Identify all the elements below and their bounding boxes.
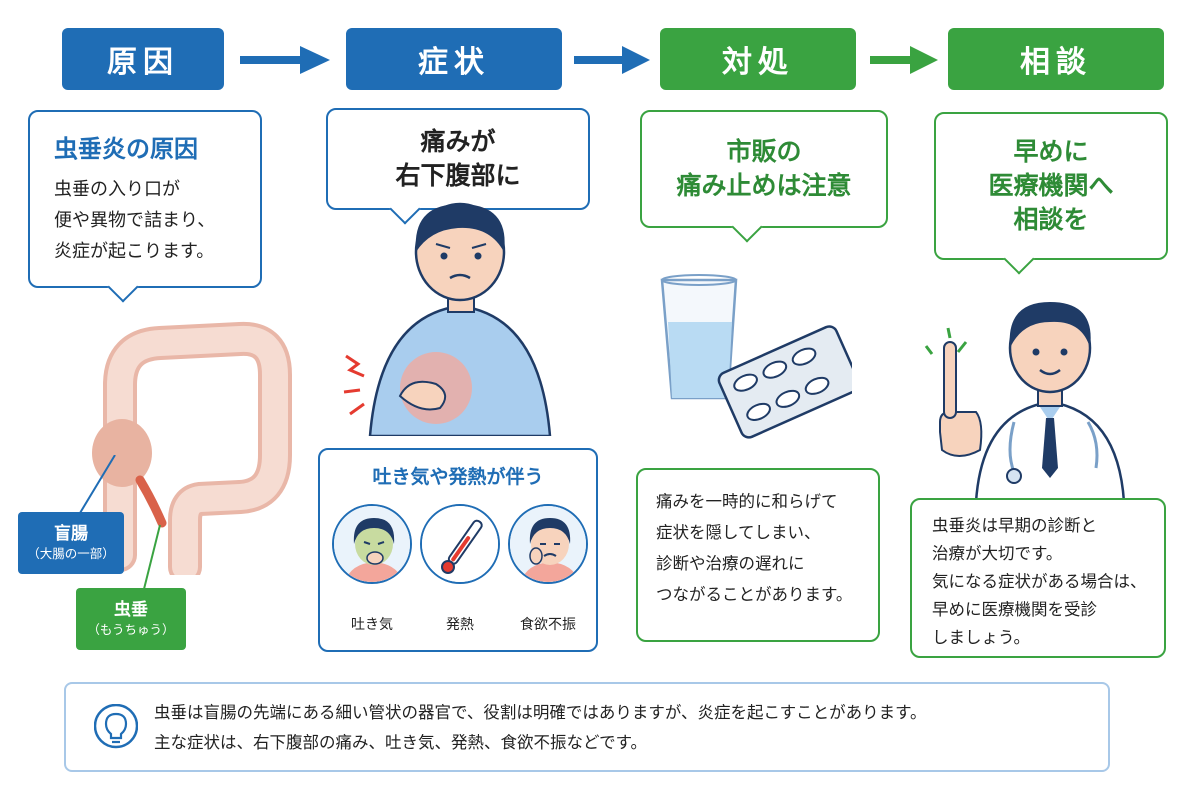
cecum-label-sub: （大腸の一部） — [27, 546, 115, 561]
step-treatment: 対処 — [660, 28, 856, 90]
step-consult: 相談 — [948, 28, 1164, 90]
cecum-label: 盲腸 （大腸の一部） — [18, 512, 124, 574]
consult-line: 治療が大切です。 — [932, 544, 1063, 563]
step-cause: 原因 — [62, 28, 224, 90]
cause-line: 虫垂の入り口が — [54, 179, 180, 200]
consult-bubble: 早めに 医療機関へ 相談を — [934, 112, 1168, 275]
summary-note-line: 主な症状は、右下腹部の痛み、吐き気、発熱、食欲不振などです。 — [154, 733, 648, 752]
symptom-item-label: 吐き気 — [351, 617, 393, 633]
appendix-label-sub: （もうちゅう） — [87, 622, 175, 637]
treatment-line: つながることがあります。 — [656, 585, 853, 604]
treatment-line: 痛みを一時的に和らげて — [656, 492, 838, 511]
cause-title: 虫垂炎の原因 — [54, 135, 198, 163]
cause-bubble: 虫垂炎の原因 虫垂の入り口が 便や異物で詰まり、 炎症が起こります。 — [28, 110, 262, 303]
summary-note: 虫垂は盲腸の先端にある細い管状の器官で、役割は明確ではありますが、炎症を起こすこ… — [64, 682, 1110, 772]
pill-blister-icon — [717, 325, 852, 439]
consult-panel: 虫垂炎は早期の診断と 治療が大切です。 気になる症状がある場合は、 早めに医療機… — [910, 498, 1166, 658]
step-symptom-label: 症状 — [418, 45, 490, 80]
symptom-item-label: 発熱 — [446, 617, 474, 633]
symptom-panel-title: 吐き気や発熱が伴う — [372, 466, 544, 488]
symptom-item-label: 食欲不振 — [520, 617, 576, 633]
cecum-label-main: 盲腸 — [54, 524, 88, 544]
treatment-bubble: 市販の 痛み止めは注意 — [640, 110, 888, 243]
consult-line: 早めに医療機関を受診 — [932, 600, 1097, 619]
cause-line: 便や異物で詰まり、 — [54, 210, 216, 231]
appetite-loss-circle — [508, 504, 588, 584]
consult-line: しましょう。 — [932, 628, 1031, 647]
thermometer-icon — [422, 506, 498, 582]
arrow-right-icon — [870, 46, 938, 74]
consult-title-line: 相談を — [1013, 205, 1089, 234]
step-symptom: 症状 — [346, 28, 562, 90]
boy-abdominal-pain-illustration — [343, 202, 552, 436]
symptom-panel: 吐き気や発熱が伴う 吐き気 発熱 食欲不振 — [318, 448, 598, 652]
nausea-circle — [332, 504, 412, 584]
consult-line: 虫垂炎は早期の診断と — [932, 516, 1097, 535]
lightbulb-icon — [94, 704, 138, 749]
symptom-bubble: 痛みが 右下腹部に — [326, 108, 590, 225]
water-and-pills-illustration — [660, 274, 852, 439]
consult-title-line: 早めに — [1013, 137, 1089, 166]
summary-note-line: 虫垂は盲腸の先端にある細い管状の器官で、役割は明確ではありますが、炎症を起こすこ… — [154, 703, 927, 722]
symptom-title-line: 痛みが — [420, 127, 496, 156]
appetite-loss-icon — [510, 506, 586, 582]
arrow-right-icon — [574, 46, 650, 74]
arrow-right-icon — [240, 46, 330, 74]
cause-line: 炎症が起こります。 — [54, 241, 215, 262]
symptom-title-line: 右下腹部に — [395, 161, 521, 190]
doctor-illustration — [924, 302, 1126, 502]
step-cause-label: 原因 — [107, 45, 179, 80]
nausea-icon — [334, 506, 410, 582]
consult-title-line: 医療機関へ — [988, 171, 1114, 200]
appendix-label: 虫垂 （もうちゅう） — [76, 588, 186, 650]
treatment-title-line: 市販の — [726, 137, 802, 166]
treatment-line: 診断や治療の遅れに — [656, 554, 805, 573]
appendix-label-main: 虫垂 — [114, 600, 148, 620]
step-treatment-label: 対処 — [722, 45, 794, 80]
consult-line: 気になる症状がある場合は、 — [932, 572, 1147, 591]
appendix-shape — [135, 475, 167, 528]
treatment-panel: 痛みを一時的に和らげて 症状を隠してしまい、 診断や治療の遅れに つながることが… — [636, 468, 880, 642]
step-consult-label: 相談 — [1020, 45, 1092, 80]
treatment-line: 症状を隠してしまい、 — [656, 523, 821, 542]
treatment-title-line: 痛み止めは注意 — [676, 171, 852, 200]
fever-circle — [420, 504, 500, 584]
